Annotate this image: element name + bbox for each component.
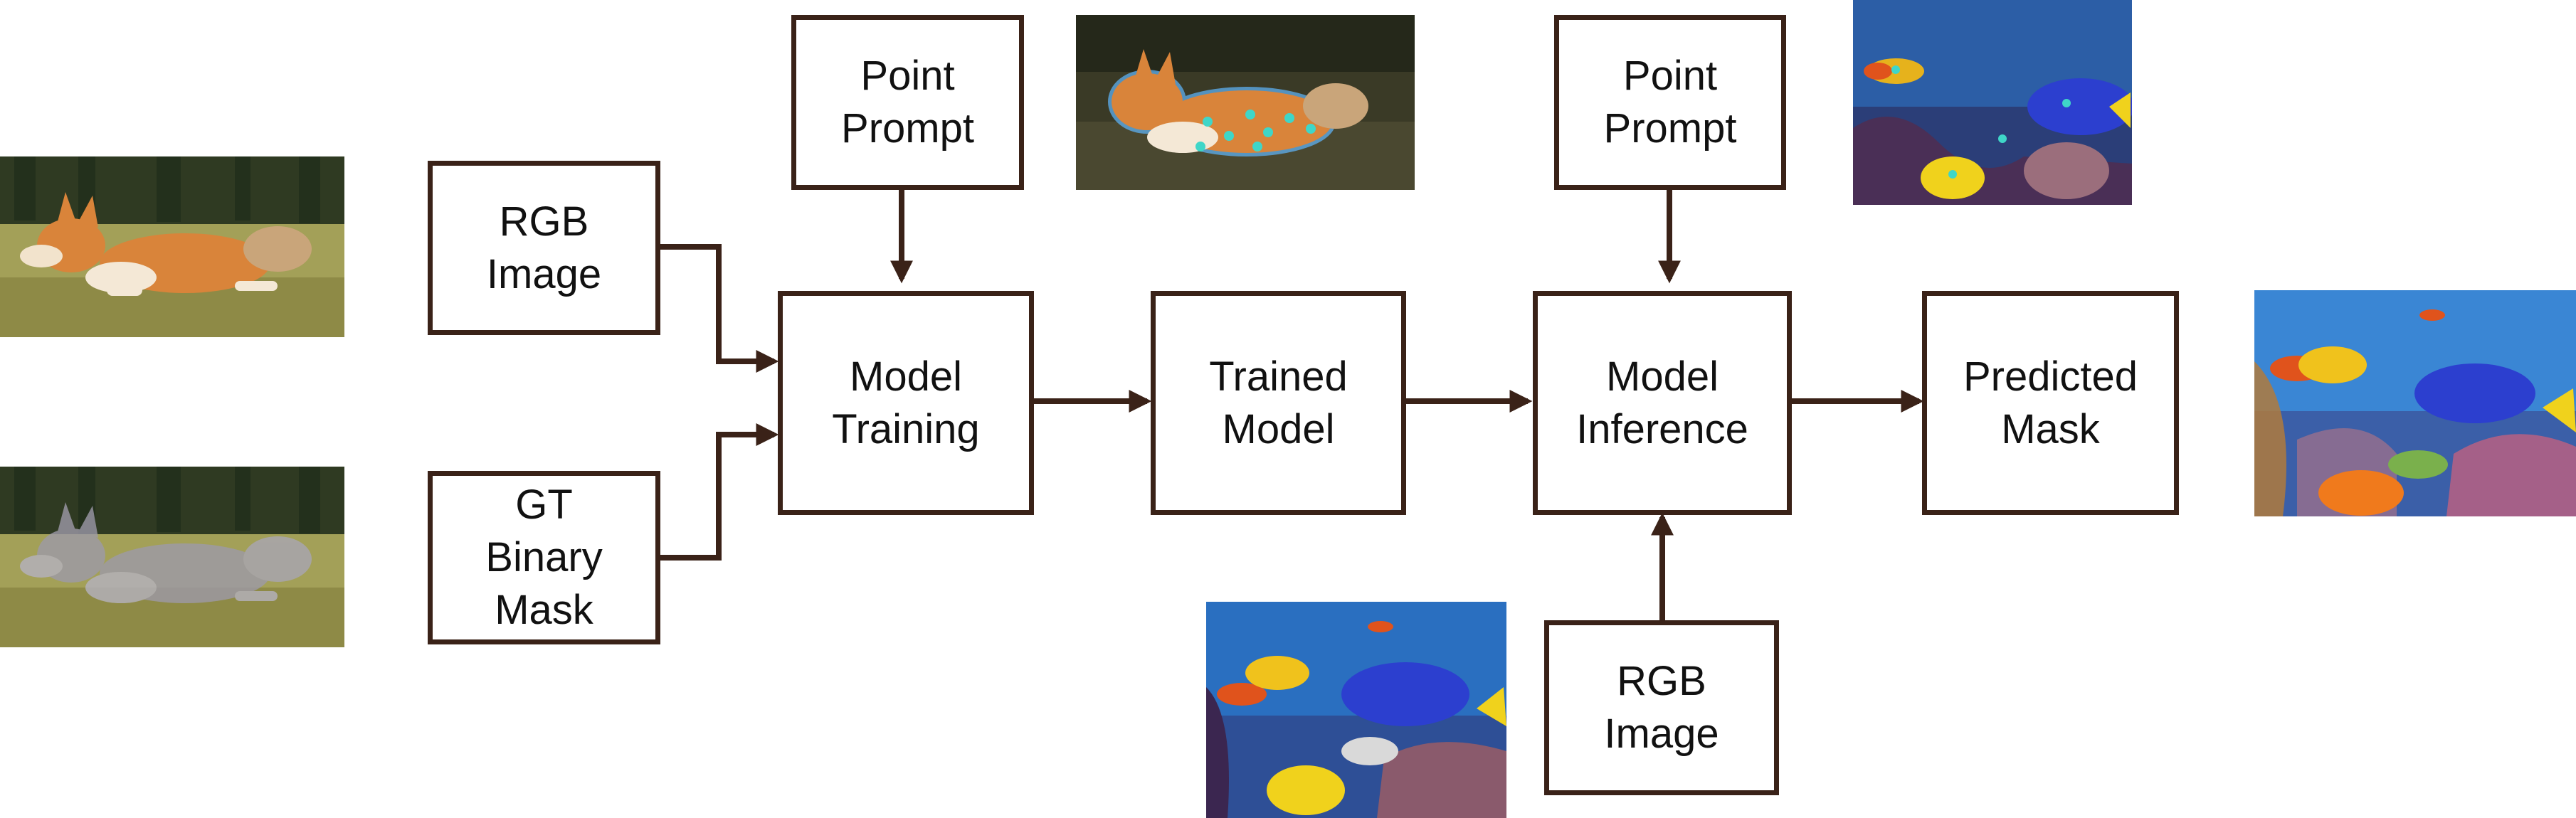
predicted-mask-label: Predicted Mask [1963,353,2138,452]
model-inference-label: Model Inference [1576,353,1748,452]
model-inference-box: Model Inference [1533,291,1792,515]
corgi-silhouette [20,192,312,296]
corgi-binary-mask-photo [0,467,344,647]
fish-predicted-mask-photo [2254,290,2576,516]
model-training-box: Model Training [778,291,1034,515]
prompt-points [1195,110,1316,152]
rgb-image-train-label: RGB Image [486,198,602,297]
arrow-rgb-to-training [660,244,779,373]
point-prompt-train-box: Point Prompt [791,15,1024,190]
corgi-photo [0,156,344,337]
fish-reef-photo [1206,602,1506,818]
arrow-mask-to-training [660,423,779,561]
trained-model-box: Trained Model [1151,291,1406,515]
gt-binary-mask-box: GT Binary Mask [428,471,660,644]
corgi-point-prompt-photo [1076,15,1415,190]
rgb-image-infer-box: RGB Image [1544,620,1779,795]
point-prompt-infer-box: Point Prompt [1554,15,1786,190]
gt-binary-mask-label: GT Binary Mask [485,482,603,633]
fish-point-prompt-photo [1853,0,2132,205]
predicted-mask-box: Predicted Mask [1922,291,2179,515]
model-training-label: Model Training [832,353,980,452]
rgb-image-train-box: RGB Image [428,161,660,335]
trained-model-label: Trained Model [1209,353,1348,452]
rgb-image-infer-label: RGB Image [1604,658,1719,757]
point-prompt-train-label: Point Prompt [841,53,974,152]
point-prompt-infer-label: Point Prompt [1603,53,1737,152]
